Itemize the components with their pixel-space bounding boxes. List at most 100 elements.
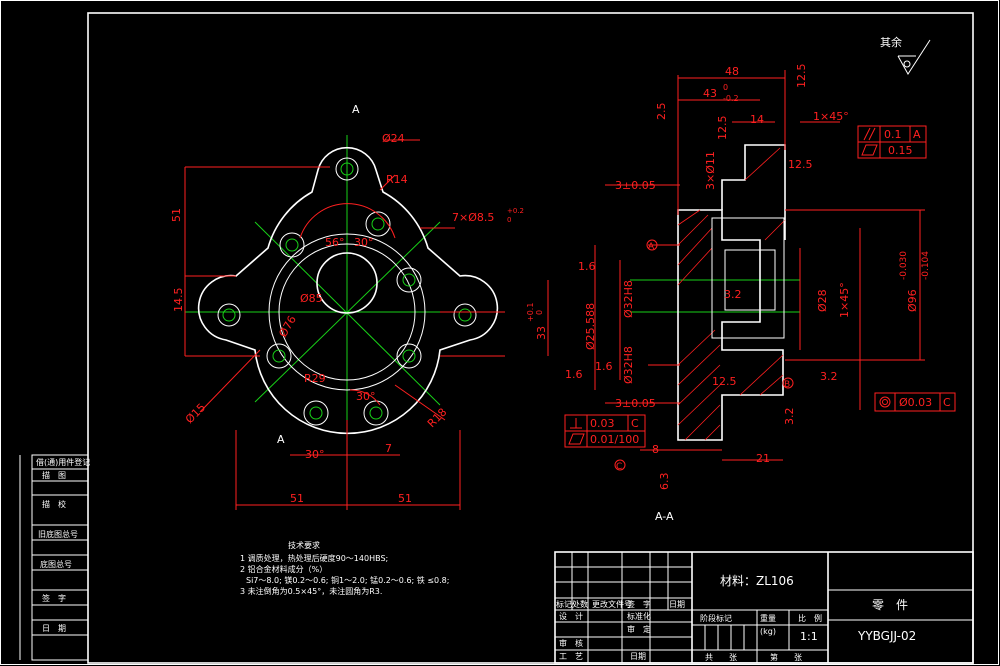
dim-d7: 7 [385,442,392,455]
side-r2: 描 图 [42,470,66,480]
dim-d76: Ø76 [276,313,299,339]
dim-holes-tol: +0.2 [507,207,524,215]
tb-date: 日期 [630,652,646,661]
dim-ang56: 56° [325,236,345,249]
dim-1-6a: 1.6 [578,260,596,273]
perp-value: 0.03 [590,417,615,430]
flat-value: 0.15 [888,144,913,157]
dim-21: 21 [756,452,770,465]
dim-1x45a: 1×45° [813,110,849,123]
title-block: 材料：ZL106 零 件 YYBGJJ-02 标记处数 更改文件号 签 字 日期… [554,551,974,664]
tech-line1: 1 调质处理，热处理后硬度90～140HBS; [240,553,388,563]
dim-r29: R29 [304,372,326,385]
dim-d28: Ø28 [816,289,829,312]
side-r1: 借(通)用件登记 [36,457,90,467]
dim-holes: 7×Ø8.5 [452,211,494,224]
tb-mark-col: 标记处数 [556,599,588,609]
dim-h14-5: 14.5 [172,288,185,313]
fcf-runout: Ø0.03 C [874,392,956,412]
tb-design: 设 计 [559,611,583,621]
material-label: 材料：ZL106 [720,574,794,588]
side-r6: 签 字 [42,593,66,603]
dim-d96-tol2: -0.104 [921,251,931,280]
dim-w51a: 51 [290,492,304,505]
parallel-value: 0.1 [884,128,902,141]
tb-process: 工 艺 [559,652,583,661]
dim-d96-tol: -0.030 [899,251,909,280]
svg-text:其余: 其余 [880,35,902,49]
dim-2-5: 2.5 [655,103,668,121]
drawing-number: YYBGJJ-02 [857,629,916,643]
dim-43-tol2: -0.2 [723,94,739,103]
dim-h33-tol2: 0 [535,310,544,315]
tb-sheet-no: 第 张 [770,652,802,662]
dim-r14: R14 [386,173,408,186]
dim-14: 14 [750,113,764,126]
tb-sign-col: 签 字 [627,599,651,609]
dim-8: 8 [652,443,659,456]
side-table: 借(通)用件登记 描 图 描 校 旧底图总号 底图总号 签 字 日 期 [19,454,90,661]
dim-12-5c: 12.5 [788,158,813,171]
datum-a-label: A [648,242,655,252]
datum-b-label: B [784,380,790,390]
runout-datum: C [943,396,951,409]
dim-3-05a: 3±0.05 [615,179,656,192]
flat2-value: 0.01/100 [590,433,639,446]
roughness-symbol: 其余 [880,35,931,75]
tech-line4: 3 未注倒角为0.5×45°，未注圆角为R3. [240,586,382,596]
dim-12-5a: 12.5 [795,64,808,89]
dim-r18: R18 [425,406,449,430]
tb-date-col: 日期 [669,600,685,609]
fcf-perp: 0.03 C 0.01/100 [564,414,646,448]
tb-weight-unit: (kg) [760,627,776,636]
dim-w51b: 51 [398,492,412,505]
tech-title: 技术要求 [288,540,320,550]
front-view: A A Ø24 R14 7×Ø8.5 +0.2 0 51 14.5 33 +0.… [170,103,549,510]
dim-ang30b: 30° [356,390,376,403]
parallel-datum: A [913,128,921,141]
side-r4: 旧底图总号 [38,529,78,539]
runout-value: Ø0.03 [899,396,932,409]
dim-48: 48 [725,65,739,78]
dim-d96: Ø96 [906,289,919,312]
tech-line3: Si7～8.0; 镁0.2～0.6; 铜1～2.0; 锰0.2～0.6; 铁 ≤… [246,575,449,585]
part-label: 零 件 [872,598,908,612]
marker-a-bottom: A [277,433,285,446]
dim-d15: Ø15 [183,401,208,426]
marker-a-top: A [352,103,360,116]
tech-notes: 技术要求 1 调质处理，热处理后硬度90～140HBS; 2 铝合金材料成分（%… [240,540,449,596]
tb-sheets-total: 共 张 [705,653,737,662]
side-r7: 日 期 [42,624,66,633]
dim-3-2b: 3.2 [820,370,838,383]
datum-c-label: C [616,462,622,472]
dim-h33-tol: +0.1 [526,303,535,322]
dim-12-5d: 12.5 [712,375,737,388]
tb-stage: 阶段标记 [700,613,732,623]
dim-ang30c: 30° [305,448,325,461]
dim-43-tol: 0 [723,83,728,92]
dim-ang30a: 30° [354,236,374,249]
dim-1x45b: 1×45° [838,282,851,318]
dim-d85: Ø85 [300,292,323,305]
section-a-a: A-A [655,510,674,523]
dim-12-5b: 12.5 [716,116,729,141]
dim-3-2a: 3.2 [724,288,742,301]
perp-datum: C [631,417,639,430]
tb-check: 审 核 [559,638,583,648]
dim-3x11: 3×Ø11 [704,151,717,190]
tb-scale-label: 比 例 [798,613,822,623]
side-r5: 底图总号 [40,559,72,569]
dim-d32a: Ø32H8 [622,280,635,318]
dim-1-6b: 1.6 [565,368,583,381]
dim-d24: Ø24 [382,132,405,145]
dim-6-3: 6.3 [658,473,671,491]
tech-line2: 2 铝合金材料成分（%） [240,564,327,574]
inner-frame [87,12,974,664]
dim-h33: 33 [535,326,548,340]
dim-d32b: Ø32H8 [622,346,635,384]
dim-h51: 51 [170,208,183,222]
side-r3: 描 校 [42,499,66,509]
dim-1-6c: 1.6 [595,360,613,373]
